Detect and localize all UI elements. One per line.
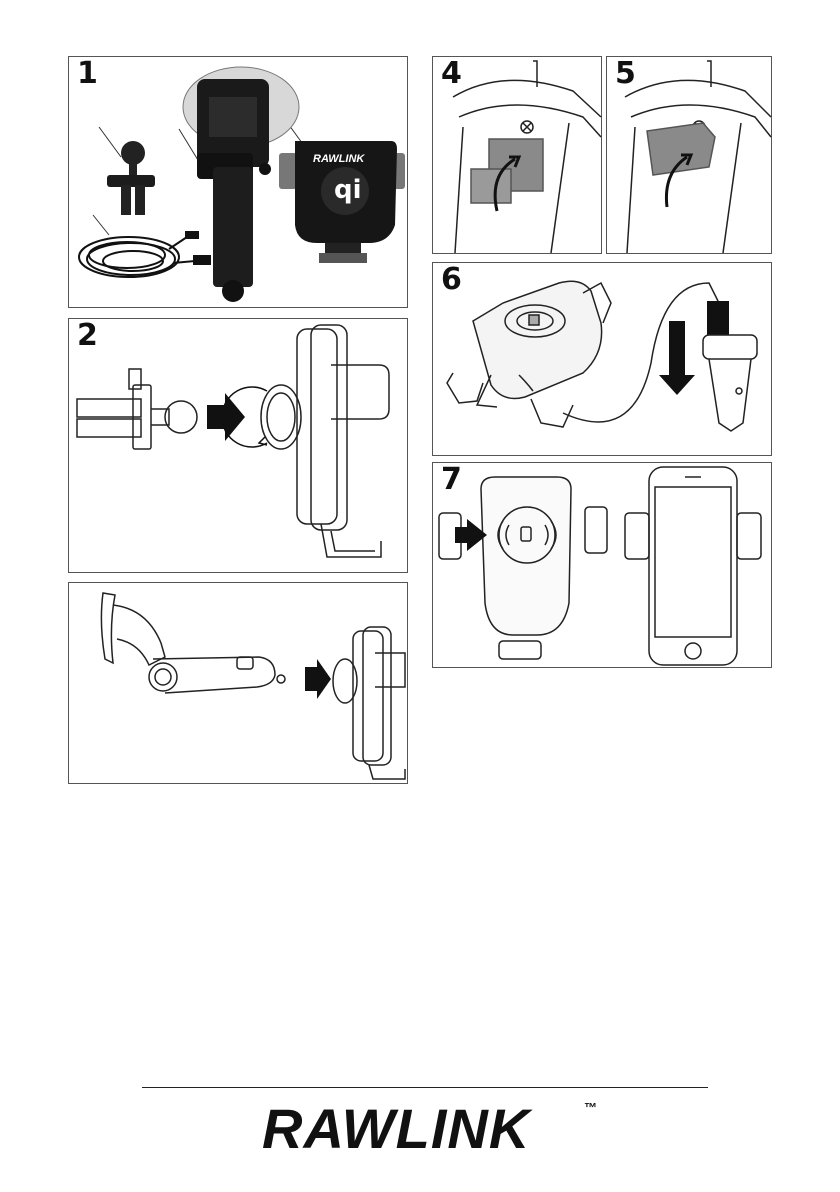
trademark-symbol: ™ [584,1100,597,1115]
panel-step-4: 4 [432,56,602,254]
push-arrow-icon [305,659,331,699]
phone-insert-illustration [433,463,773,669]
down-arrow-icon [659,321,695,395]
panel-step-5: 5 [606,56,772,254]
footer-brand-logo: RAWLINK ™ [262,1094,582,1174]
panel-suction-arm-assembly [68,582,408,784]
step-number-5: 5 [615,59,636,89]
step-number-4: 4 [441,59,462,89]
usb-cable [79,237,195,277]
panel-step-6: 6 [432,262,772,456]
step-number-6: 6 [441,265,462,295]
panel-step-2: 2 [68,318,408,573]
suction-arm-assembly-illustration [69,583,409,785]
usb-plug-c [193,255,211,265]
footer-divider [142,1087,708,1088]
footer-brand-wordmark: RAWLINK [262,1096,530,1161]
car-charger-connection-illustration [433,263,773,457]
vent-clip-assembly-illustration [69,319,409,574]
panel-step-1: 1 RAWLINK qi [68,56,408,308]
usb-plug-a [185,231,199,239]
vent-clip [107,141,155,215]
panel-step-7: 7 [432,462,772,668]
device-brand-label: RAWLINK [313,153,364,165]
step-number-2: 2 [77,321,98,351]
step-number-1: 1 [77,59,98,89]
qi-logo: qi [334,175,362,205]
step-number-7: 7 [441,465,462,495]
push-arrow-icon [207,393,245,441]
